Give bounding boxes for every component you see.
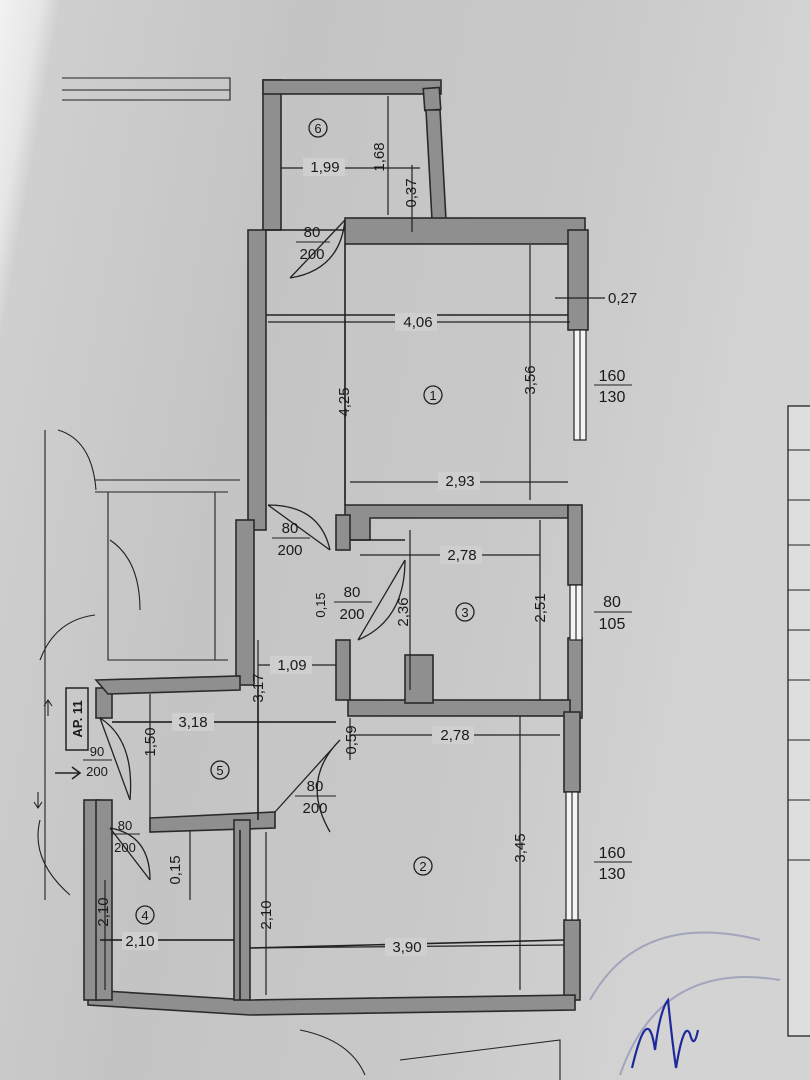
dim-r4-width: 2,10 [125,933,154,950]
door-2-height: 200 [302,800,327,817]
stamp [589,931,781,1076]
window-3-height: 105 [599,616,626,633]
dimension-labels: 1,99 1,68 0,37 4,06 0,27 4,25 3,56 2,93 … [95,142,637,956]
dim-r1-height-left: 4,25 [336,387,353,416]
door-4-height: 200 [114,840,136,855]
windows [565,329,587,921]
door-1-swing [267,504,331,551]
dim-r1-height-right: 3,56 [522,365,539,394]
door-6-width: 80 [304,224,321,241]
dim-r4-height: 2,10 [95,897,112,926]
entry-door-height: 200 [86,764,108,779]
dim-corridor-width: 1,09 [277,657,306,674]
dim-r1-inner-width: 2,93 [445,473,474,490]
dim-wall-015-bottom: 0,15 [167,855,184,884]
dim-r6-width: 1,99 [310,159,339,176]
dim-r3-width: 2,78 [447,547,476,564]
dim-r2-width: 2,78 [440,727,469,744]
door-1-width: 80 [282,520,299,537]
dim-r1-wall: 0,27 [608,290,637,307]
dim-r2-wall: 0,59 [343,725,360,754]
door-2-swing [274,739,341,833]
dim-r5-height: 1,50 [142,727,159,756]
room-5-number: 5 [216,763,223,778]
door-4-swing [109,827,151,881]
dim-r1-width: 4,06 [403,314,432,331]
door-6-swing [289,219,346,279]
entry-door-swing [99,717,132,801]
doors [99,219,406,881]
dim-r6-wall: 0,37 [403,178,420,207]
door-3-width: 80 [344,584,361,601]
dim-r5-width: 3,18 [178,714,207,731]
entry-door-width: 90 [90,744,104,759]
room-2-number: 2 [419,859,426,874]
door-2-width: 80 [307,778,324,795]
window-1-width: 160 [599,368,626,385]
signature [630,997,700,1069]
dim-r2-bottom: 3,90 [392,939,421,956]
room-3-number: 3 [461,605,468,620]
door-4-width: 80 [118,818,132,833]
window-2-height: 130 [599,866,626,883]
door-labels: 80 200 80 200 80 200 80 200 90 200 80 20… [83,224,372,855]
room-6-number: 6 [314,121,321,136]
room-4-number: 4 [141,908,148,923]
room-markers: 6 1 3 2 5 4 [135,118,475,925]
dim-r3-height-right: 2,51 [532,593,549,622]
door-3-swing [357,559,406,641]
window-2-width: 160 [599,845,626,862]
dim-r2-height: 3,45 [512,833,529,862]
dim-wall-015-top: 0,15 [313,592,328,617]
dim-r2-height-left: 2,10 [258,900,275,929]
side-table [787,405,810,1037]
walls [83,79,589,1016]
door-3-height: 200 [339,606,364,623]
adjacent-structures [37,77,561,1080]
window-labels: 160 130 80 105 160 130 [594,368,632,883]
apartment-tag: AP. 11 [33,687,89,809]
window-3-width: 80 [603,594,621,611]
dim-corridor-height: 3,17 [250,673,267,702]
window-1-height: 130 [599,389,626,406]
dim-r6-height: 1,68 [371,142,388,171]
room-1-number: 1 [429,388,436,403]
entry-arrow-icon [55,766,82,780]
door-6-height: 200 [299,246,324,263]
apartment-label: AP. 11 [70,700,85,737]
door-1-height: 200 [277,542,302,559]
dim-r3-height-left: 2,36 [395,597,412,626]
